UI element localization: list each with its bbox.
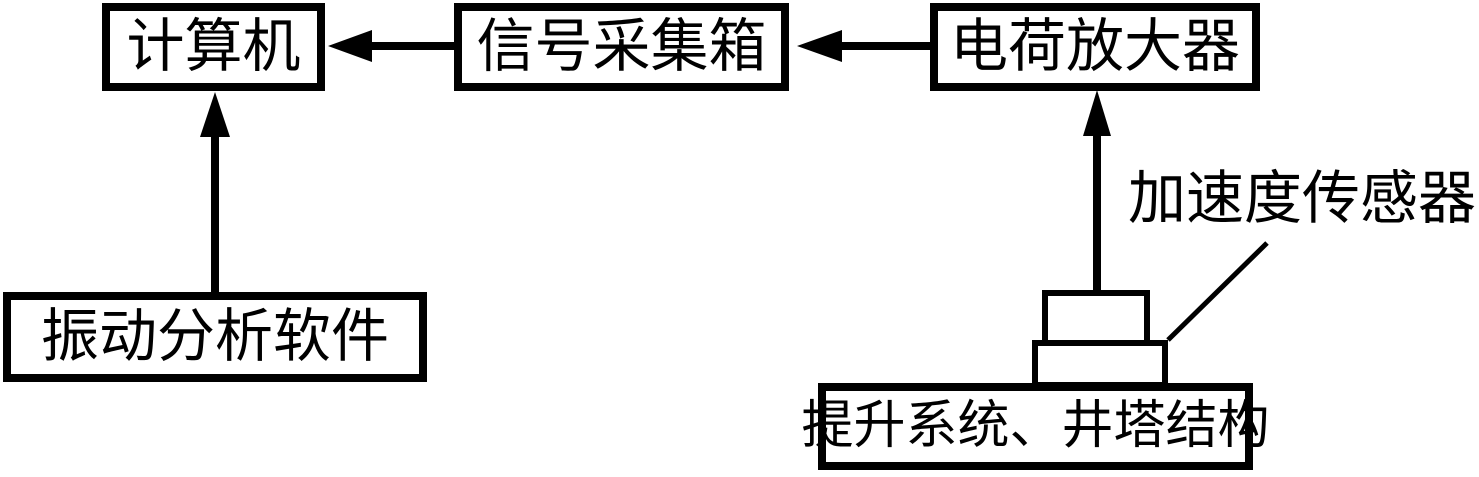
node-hoisting-structure: 提升系统、井塔结构 (802, 383, 1270, 470)
node-computer-label: 计算机 (126, 14, 301, 79)
accelerometer-label: 加速度传感器 (1128, 166, 1477, 231)
arrow-amplifier-to-signal (797, 30, 930, 62)
arrow-signal-to-computer (328, 30, 454, 62)
node-vibration-software: 振动分析软件 (3, 292, 427, 382)
arrow-sensor-to-amplifier (1083, 90, 1111, 290)
node-vibration-software-label: 振动分析软件 (40, 304, 389, 369)
leader-line-accelerometer (1166, 241, 1269, 342)
node-charge-amplifier: 电荷放大器 (930, 3, 1260, 91)
node-computer: 计算机 (102, 3, 325, 91)
node-hoisting-structure-label: 提升系统、井塔结构 (801, 397, 1270, 455)
arrow-vibration-to-computer (200, 92, 230, 292)
accelerometer-block-lower (1032, 340, 1168, 388)
node-signal-box-label: 信号采集箱 (476, 14, 767, 79)
node-charge-amplifier-label: 电荷放大器 (949, 14, 1240, 79)
node-signal-box: 信号采集箱 (454, 3, 789, 91)
accelerometer-block-upper (1042, 290, 1150, 346)
